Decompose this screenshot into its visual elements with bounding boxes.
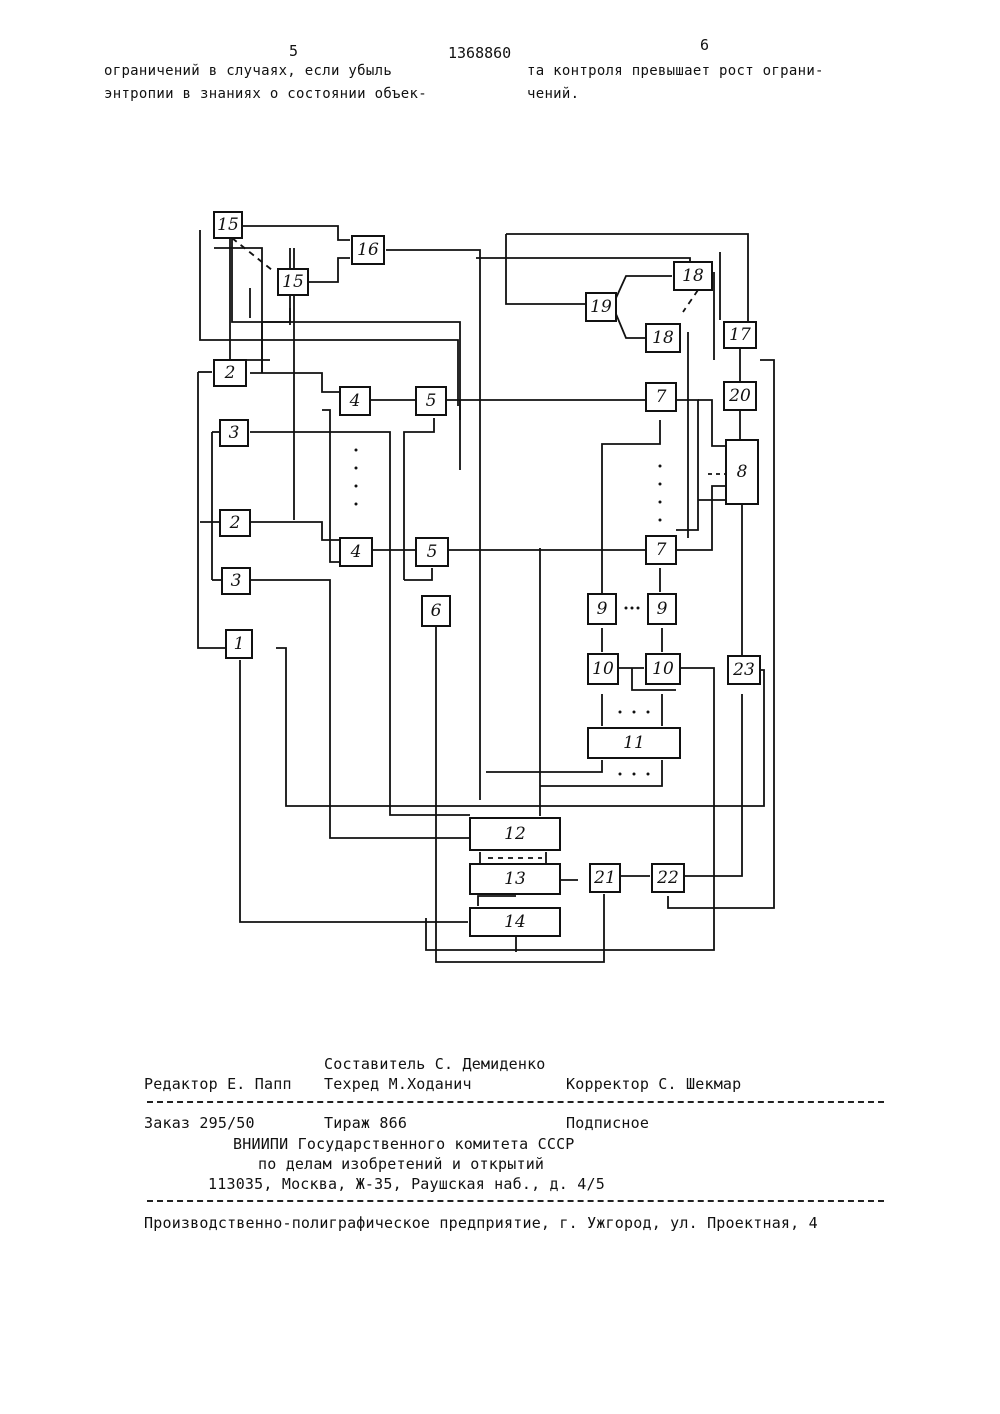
block-18-bottom-label: 18 bbox=[652, 328, 674, 348]
block-9-right: 9 bbox=[648, 594, 676, 624]
block-9-left: 9 bbox=[588, 594, 616, 624]
block-7-top: 7 bbox=[646, 383, 676, 411]
block-21: 21 bbox=[590, 864, 620, 892]
block-22: 22 bbox=[652, 864, 684, 892]
block-3-bottom-label: 3 bbox=[231, 571, 242, 591]
imprint-compiler: Составитель С. Демиденко bbox=[324, 1055, 546, 1073]
block-8-label: 8 bbox=[737, 462, 748, 482]
block-11: 11 bbox=[588, 728, 680, 758]
block-diagram: 15 15 16 18 18 19 17 20 8 2 3 2 3 1 4 5 … bbox=[0, 0, 1000, 1000]
block-4-bottom-label: 4 bbox=[350, 542, 362, 562]
block-5-bottom-label: 5 bbox=[427, 542, 438, 562]
block-2-bottom: 2 bbox=[220, 510, 250, 536]
block-6: 6 bbox=[422, 596, 450, 626]
imprint-address: 113035, Москва, Ж-35, Раушская наб., д. … bbox=[208, 1175, 605, 1193]
block-3-bottom: 3 bbox=[222, 568, 250, 594]
block-23: 23 bbox=[728, 656, 760, 684]
block-8: 8 bbox=[726, 440, 758, 504]
block-13: 13 bbox=[470, 864, 560, 894]
block-7-bottom: 7 bbox=[646, 536, 676, 564]
block-13-label: 13 bbox=[504, 869, 526, 889]
block-5-top: 5 bbox=[416, 387, 446, 415]
imprint-subscription: Подписное bbox=[566, 1114, 649, 1132]
block-19: 19 bbox=[586, 293, 616, 321]
block-12-label: 12 bbox=[504, 824, 526, 844]
block-15-top-label: 15 bbox=[217, 215, 239, 235]
imprint-editor: Редактор Е. Папп bbox=[144, 1075, 292, 1093]
block-18-top-label: 18 bbox=[682, 266, 704, 286]
block-10-left: 10 bbox=[588, 654, 618, 684]
block-2-bottom-label: 2 bbox=[229, 513, 241, 533]
block-15-bottom: 15 bbox=[278, 269, 308, 295]
block-17-label: 17 bbox=[729, 325, 751, 345]
block-3-top-label: 3 bbox=[229, 423, 240, 443]
block-14-label: 14 bbox=[504, 912, 526, 932]
block-15-top: 15 bbox=[214, 212, 242, 238]
block-4-top-label: 4 bbox=[349, 391, 361, 411]
block-1: 1 bbox=[226, 630, 252, 658]
diagram-wiring bbox=[198, 226, 774, 962]
block-6-label: 6 bbox=[431, 601, 442, 621]
block-10-left-label: 10 bbox=[592, 659, 614, 679]
block-9-right-label: 9 bbox=[657, 599, 668, 619]
block-10-right: 10 bbox=[646, 654, 680, 684]
block-9-left-label: 9 bbox=[597, 599, 608, 619]
block-18-bottom: 18 bbox=[646, 324, 680, 352]
block-4-top: 4 bbox=[340, 387, 370, 415]
block-10-right-label: 10 bbox=[652, 659, 674, 679]
imprint-org-line-2: по делам изобретений и открытий bbox=[258, 1155, 544, 1173]
block-5-bottom: 5 bbox=[416, 538, 448, 566]
imprint-org-line-1: ВНИИПИ Государственного комитета СССР bbox=[233, 1135, 575, 1153]
block-7-bottom-label: 7 bbox=[656, 540, 667, 560]
block-17: 17 bbox=[724, 322, 756, 348]
block-1-label: 1 bbox=[234, 634, 245, 654]
block-21-label: 21 bbox=[593, 868, 616, 888]
block-16-label: 16 bbox=[357, 240, 379, 260]
imprint-printer: Производственно-полиграфическое предприя… bbox=[144, 1214, 818, 1232]
divider-top bbox=[147, 1101, 884, 1103]
block-2-top: 2 bbox=[214, 360, 246, 386]
divider-bottom bbox=[147, 1200, 884, 1202]
block-19-label: 19 bbox=[590, 297, 612, 317]
block-11-label: 11 bbox=[623, 733, 645, 753]
imprint-order: Заказ 295/50 bbox=[144, 1114, 255, 1132]
block-2-top-label: 2 bbox=[224, 363, 236, 383]
block-16: 16 bbox=[352, 236, 384, 264]
block-22-label: 22 bbox=[656, 868, 679, 888]
block-5-top-label: 5 bbox=[426, 391, 437, 411]
block-23-label: 23 bbox=[732, 660, 755, 680]
block-20: 20 bbox=[724, 382, 756, 410]
block-18-top: 18 bbox=[674, 262, 712, 290]
imprint-techeditor: Техред М.Ходанич bbox=[324, 1075, 472, 1093]
block-20-label: 20 bbox=[728, 386, 751, 406]
imprint-corrector: Корректор С. Шекмар bbox=[566, 1075, 741, 1093]
block-4-bottom: 4 bbox=[340, 538, 372, 566]
block-7-top-label: 7 bbox=[656, 387, 667, 407]
block-15-bottom-label: 15 bbox=[282, 272, 304, 292]
block-14: 14 bbox=[470, 908, 560, 936]
imprint-circulation: Тираж 866 bbox=[324, 1114, 407, 1132]
block-3-top: 3 bbox=[220, 420, 248, 446]
block-12: 12 bbox=[470, 818, 560, 850]
